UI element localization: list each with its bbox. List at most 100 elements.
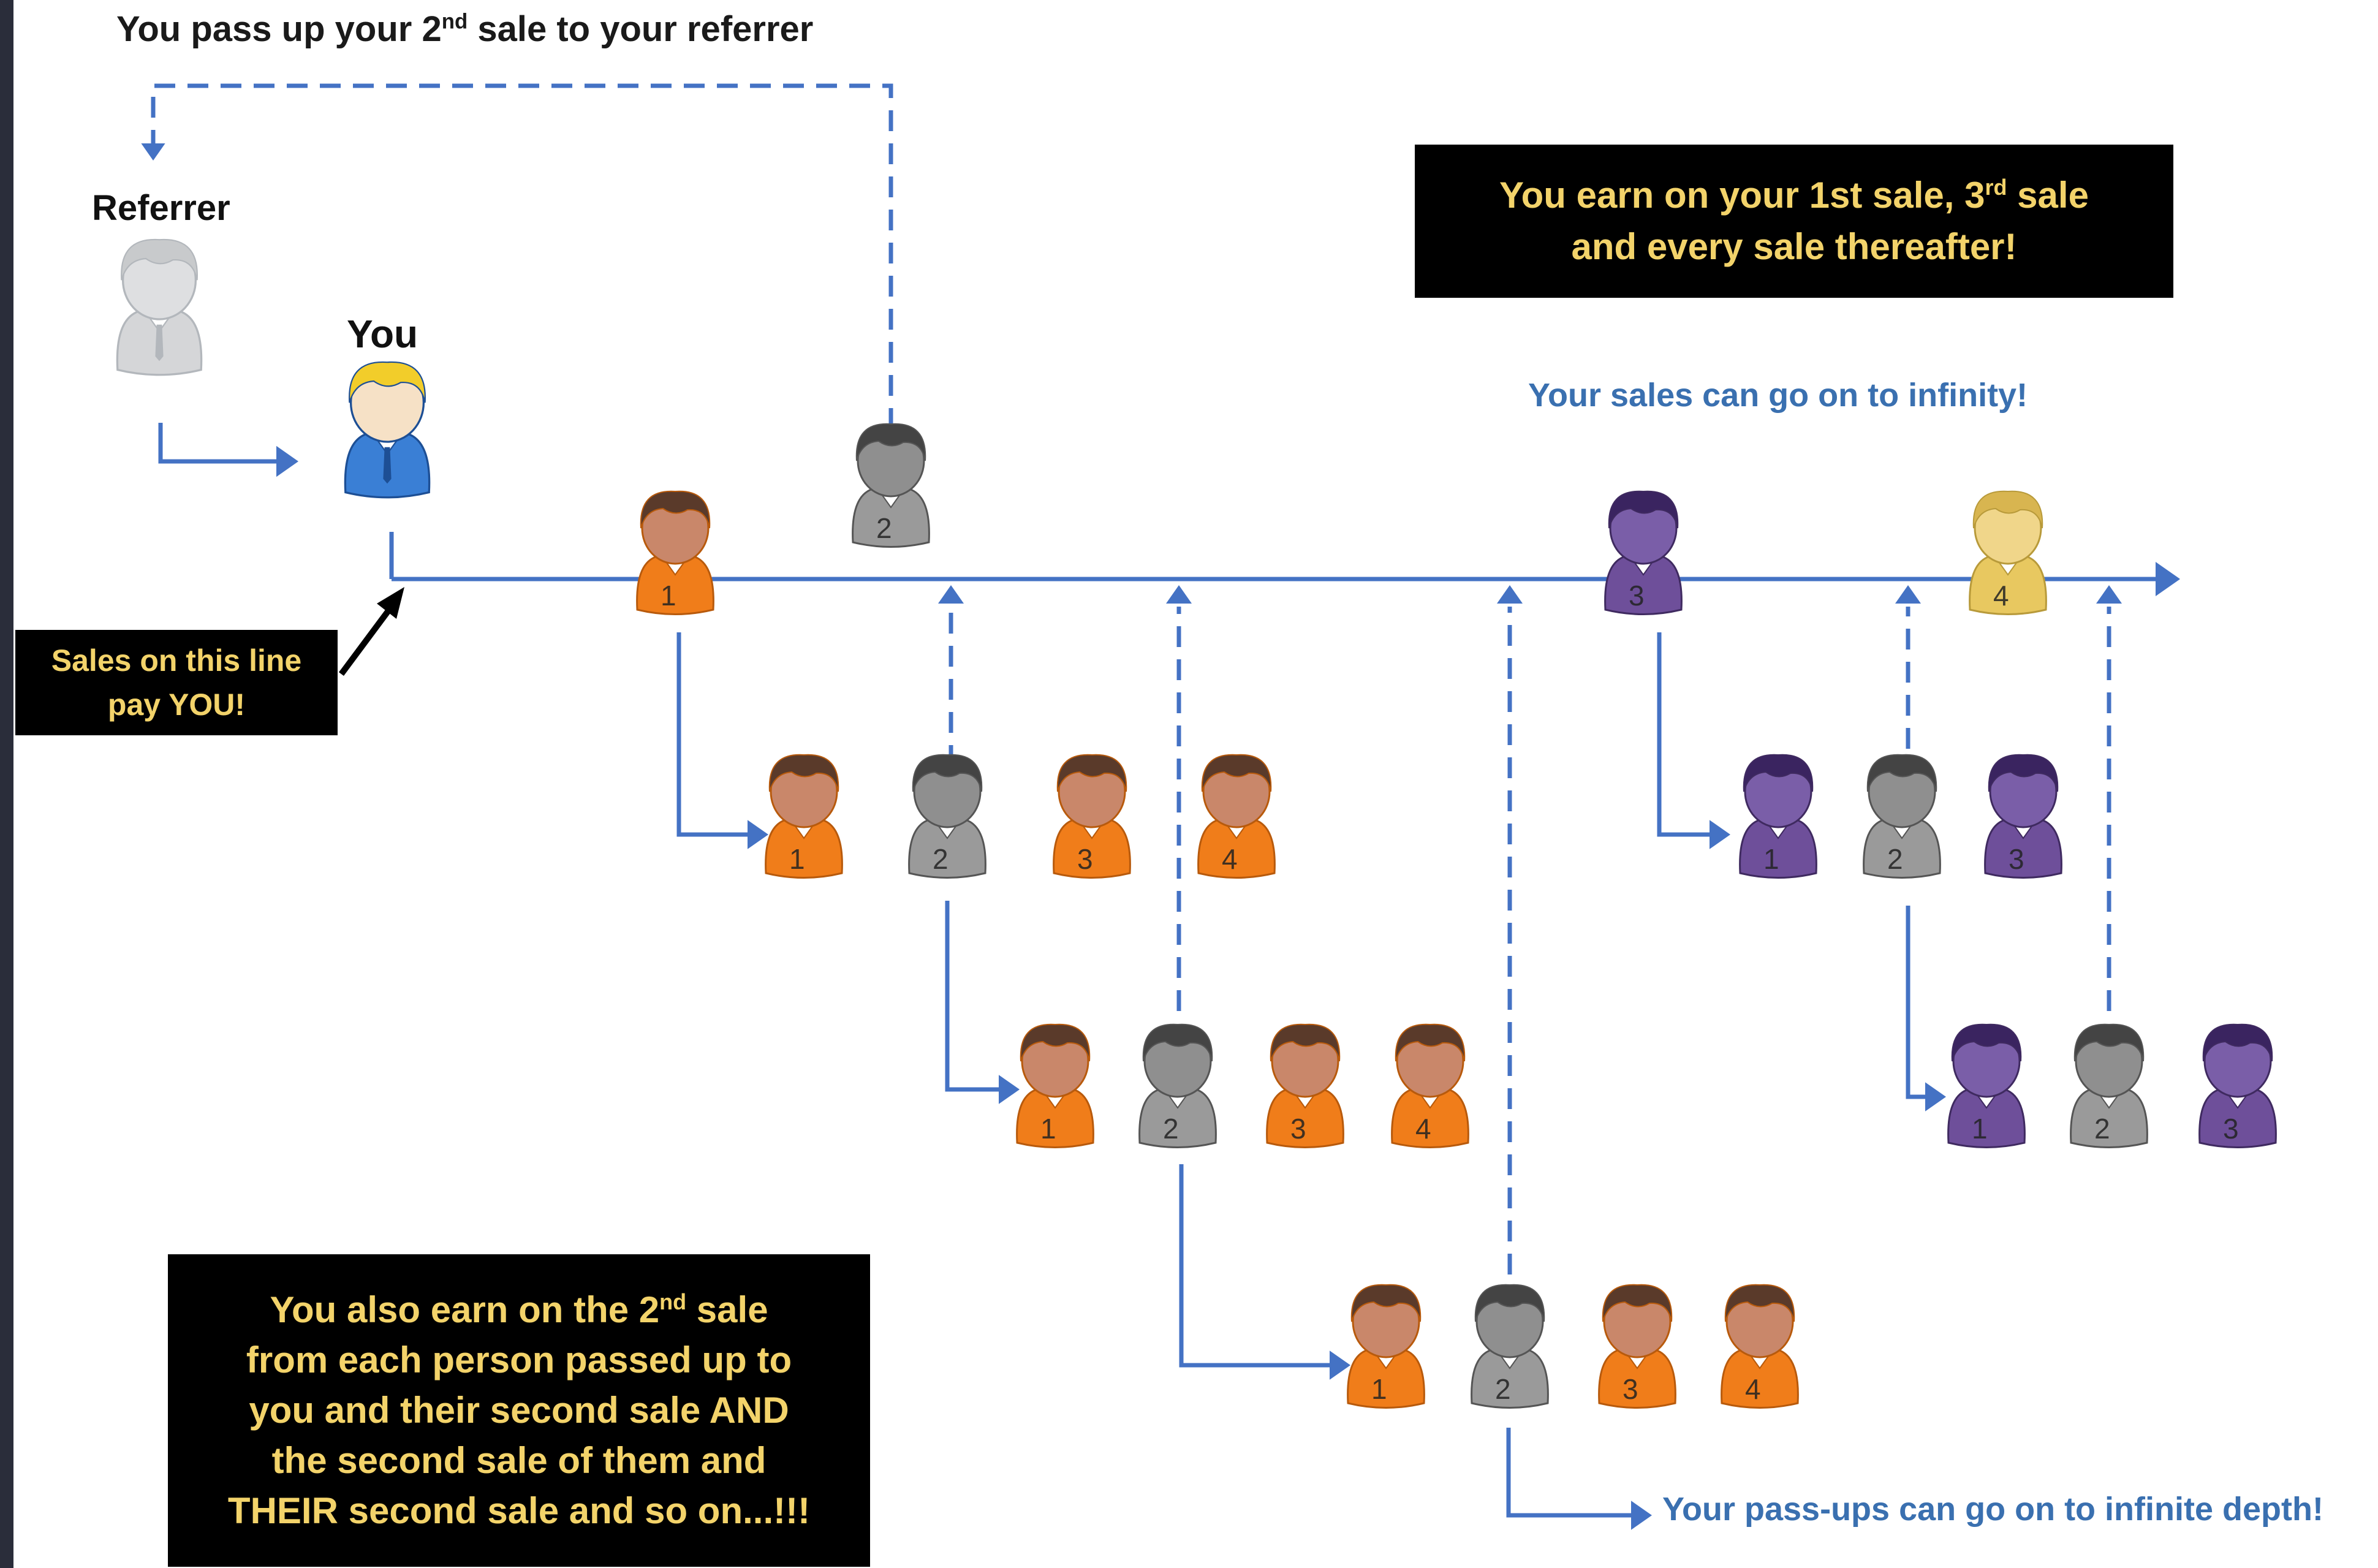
person-number: 2	[2094, 1113, 2110, 1145]
person-hair	[1020, 1023, 1091, 1062]
person-icon: 3	[1984, 754, 2062, 879]
sales-line-callout-line-2: pay YOU!	[107, 687, 246, 722]
earn-callout-line-1-text: You earn on your 1st sale, 3	[1499, 175, 1985, 216]
person-icon: 4	[1197, 754, 1276, 879]
person-icon: 2	[852, 423, 930, 548]
person-body	[1138, 1088, 1217, 1148]
person-hair	[2073, 1023, 2145, 1062]
person-hair	[1608, 490, 1679, 529]
person-hair	[1951, 1023, 2022, 1062]
person-hair	[1724, 1284, 1795, 1322]
person-body	[1391, 1088, 1469, 1148]
pass-up-dashed-line	[151, 83, 893, 429]
person-number: 4	[1415, 1113, 1431, 1145]
person-body	[1266, 1088, 1344, 1148]
person-body	[1947, 1088, 2026, 1148]
you-label: You	[347, 312, 418, 356]
person-icon: 4	[1391, 1023, 1469, 1148]
person-number: 2	[876, 512, 892, 544]
person-icon: 1	[636, 490, 714, 615]
person-tie	[155, 324, 164, 362]
person-hair	[1201, 754, 1272, 792]
person-icon: 1	[765, 754, 843, 879]
person-body	[1347, 1349, 1425, 1409]
purple-branch-row-1-arrowhead	[1710, 820, 1730, 849]
person-number: 1	[661, 580, 676, 612]
person-icon: 2	[1863, 754, 1941, 879]
branch-row-3	[1179, 1164, 1337, 1368]
person-hair	[2202, 1023, 2273, 1062]
branch-row-1-arrowhead	[748, 820, 768, 849]
infinity-text: Your sales can go on to infinity!	[1528, 377, 2028, 414]
person-body	[1053, 819, 1131, 879]
person-icon: 3	[1604, 490, 1683, 615]
person-body	[1969, 555, 2047, 615]
person-body	[2198, 1088, 2277, 1148]
person-hair	[1602, 1284, 1673, 1322]
earn-callout-box: You earn on your 1st sale, 3rd sale and …	[1415, 145, 2173, 298]
referrer-to-you-line	[158, 423, 289, 464]
person-body	[908, 819, 986, 879]
person-body	[1604, 555, 1683, 615]
person-body	[765, 819, 843, 879]
person-body	[636, 555, 714, 615]
pass-up-title-text-end: sale to your referrer	[468, 9, 814, 49]
person-number: 4	[1993, 580, 2009, 612]
second-sale-line-2: from each person passed up to	[246, 1339, 792, 1381]
earn-callout-line-2: and every sale thereafter!	[1571, 226, 2017, 267]
person-number: 4	[1222, 843, 1238, 875]
person-body	[1739, 819, 1817, 879]
person-hair	[1395, 1023, 1466, 1062]
person-hair	[1866, 754, 1937, 792]
person-icon: 3	[2198, 1023, 2277, 1148]
person-icon: 2	[2070, 1023, 2148, 1148]
person-hair	[1056, 754, 1127, 792]
you-person-icon	[344, 361, 431, 499]
person-body	[1863, 819, 1941, 879]
person-number: 3	[1623, 1373, 1638, 1405]
person-hair	[1142, 1023, 1213, 1062]
pass-up-arrowhead	[141, 143, 165, 161]
person-number: 1	[1763, 843, 1779, 875]
pass-up-title: You pass up your 2nd sale to your referr…	[116, 9, 813, 50]
person-hair	[349, 361, 426, 403]
person-number: 2	[933, 843, 949, 875]
person-hair	[121, 238, 198, 281]
referrer-to-you-arrowhead	[276, 445, 298, 477]
person-number: 4	[1745, 1373, 1761, 1405]
depth-arrowhead	[1631, 1501, 1652, 1530]
person-number: 2	[1887, 843, 1903, 875]
infinite-depth-text: Your pass-ups can go on to infinite dept…	[1662, 1491, 2323, 1528]
person-body	[1598, 1349, 1676, 1409]
purple-branch-row-2	[1906, 906, 1931, 1099]
earn-callout-line-1-end: sale	[2007, 175, 2089, 216]
person-body	[1721, 1349, 1799, 1409]
sales-line-callout-line-1: Sales on this line	[51, 643, 302, 678]
person-tie	[383, 447, 392, 484]
sales-line-callout-box: Sales on this line pay YOU!	[15, 630, 338, 735]
person-body	[1471, 1349, 1549, 1409]
referrer-person-icon	[116, 238, 203, 376]
person-number: 3	[2223, 1113, 2239, 1145]
person-body	[1984, 819, 2062, 879]
pass-up-dash-2-arrowhead	[1166, 585, 1192, 604]
person-icon: 2	[908, 754, 986, 879]
person-hair	[1972, 490, 2043, 529]
person-body	[2070, 1088, 2148, 1148]
person-icon: 4	[1721, 1284, 1799, 1409]
referrer-label: Referrer	[92, 188, 230, 228]
second-sale-line-4: the second sale of them and	[271, 1440, 767, 1481]
branch-row-2-arrowhead	[999, 1075, 1020, 1104]
purple-branch-row-1	[1657, 632, 1717, 837]
person-hair	[1474, 1284, 1545, 1322]
depth-line	[1506, 1428, 1637, 1518]
sales-pointer-arrowhead	[377, 587, 404, 619]
second-sale-callout-box: You also earn on the 2nd sale from each …	[168, 1254, 870, 1567]
pass-up-title-sup: nd	[441, 9, 468, 34]
person-number: 1	[789, 843, 805, 875]
second-sale-line-1-end: sale	[686, 1289, 768, 1330]
purple-branch-row-2-arrowhead	[1925, 1082, 1946, 1112]
second-sale-line-3: you and their second sale AND	[249, 1390, 789, 1431]
person-icon: 1	[1947, 1023, 2026, 1148]
